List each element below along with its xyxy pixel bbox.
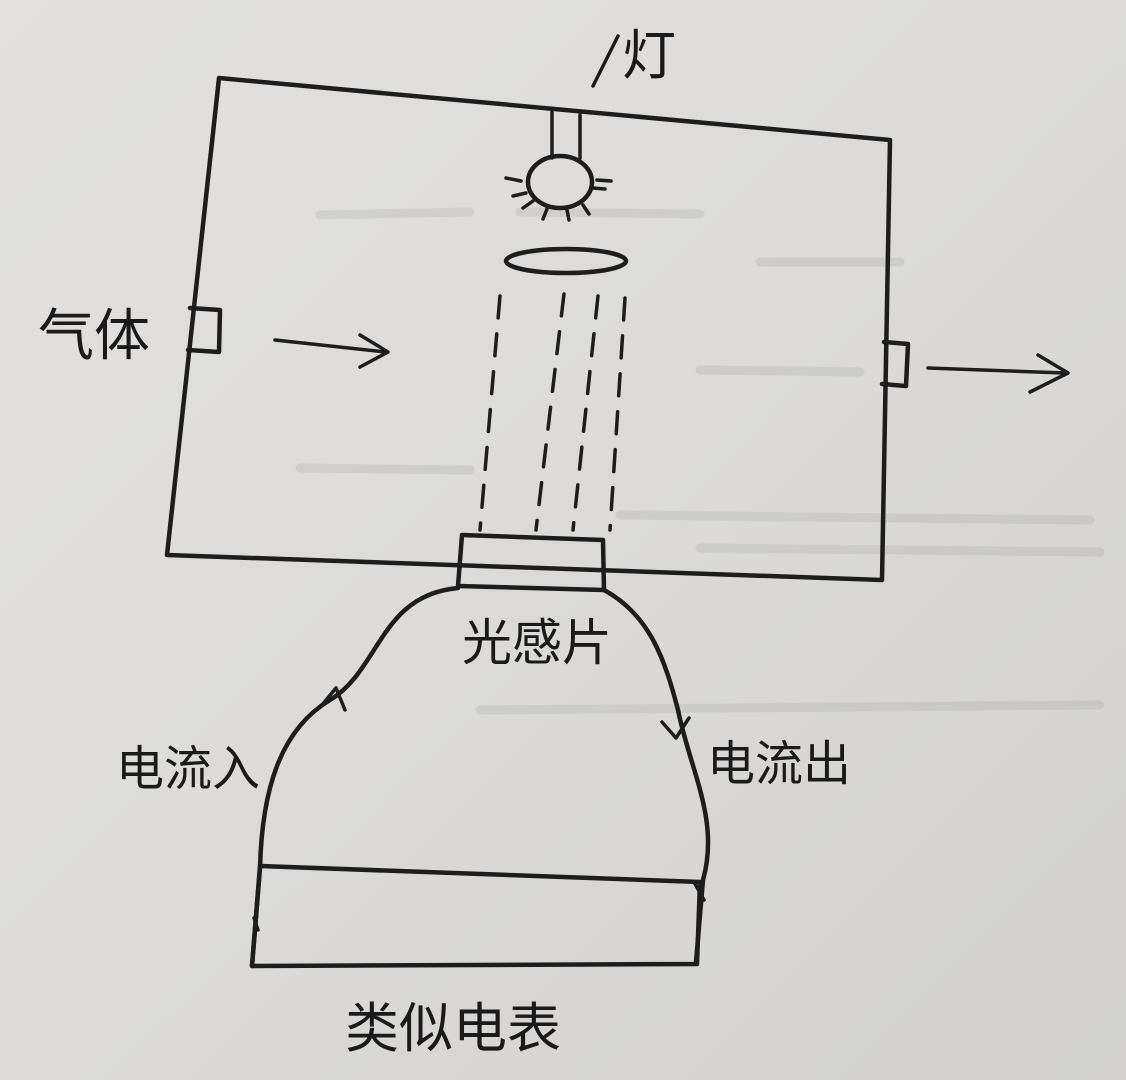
photosensor-plate: [455, 532, 607, 593]
lamp-stem: [550, 110, 582, 160]
photosensor-label: 光感片: [462, 614, 612, 672]
lens: [503, 246, 629, 276]
current-in-arrow: [320, 686, 347, 712]
meter-label: 类似电表: [345, 997, 561, 1060]
current-out-arrow: [660, 716, 691, 740]
current-out-wire: [601, 587, 711, 965]
lamp-pointer-line: [591, 34, 620, 88]
light-beams: [478, 292, 627, 532]
gas-label: 气体: [38, 304, 150, 369]
gas-inflow-arrow: [273, 333, 390, 369]
inlet-port: [185, 305, 223, 355]
meter-box: [249, 863, 703, 969]
chamber-box: [164, 75, 893, 583]
gas-outflow-arrow: [926, 353, 1070, 394]
current-out-label: 电流出: [707, 736, 851, 792]
lamp-label: 灯: [622, 24, 676, 87]
bleed-through-marks: [295, 207, 1105, 715]
outlet-port: [879, 339, 911, 389]
lamp-bulb: [525, 153, 595, 211]
lamp-rays: [504, 176, 613, 222]
current-in-label: 电流入: [116, 741, 260, 797]
current-in-wire: [249, 585, 461, 969]
